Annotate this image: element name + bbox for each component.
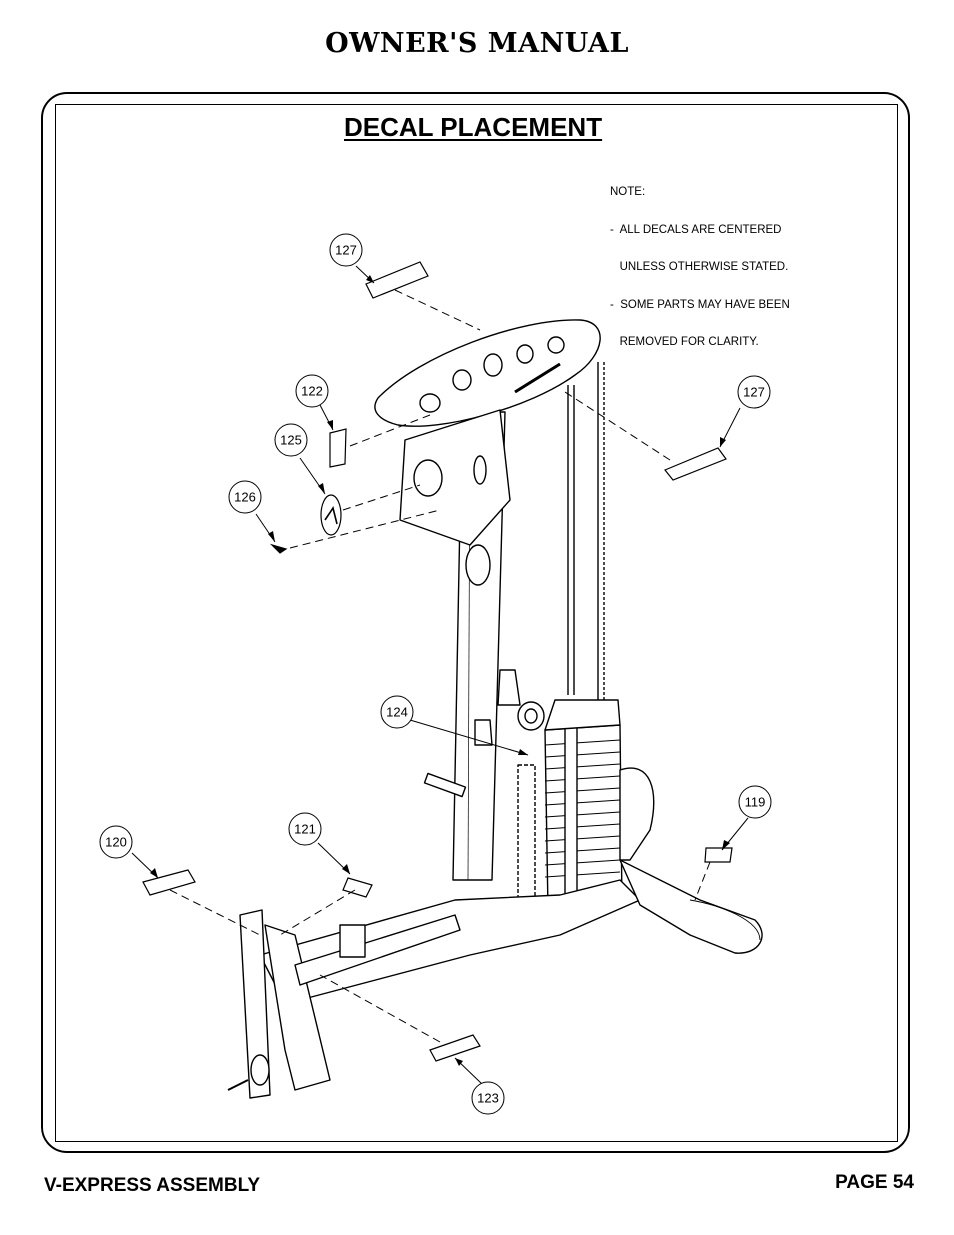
callout-127-right: 127 xyxy=(737,375,771,409)
decal-119 xyxy=(704,847,733,863)
outer-frame xyxy=(41,92,910,1153)
arrowheads xyxy=(150,275,730,1066)
callout-label: 123 xyxy=(477,1091,499,1106)
callout-label: 125 xyxy=(280,433,302,448)
note-block: NOTE: - ALL DECALS ARE CENTERED UNLESS O… xyxy=(610,161,790,361)
callout-label: 119 xyxy=(745,795,766,810)
footer-page-number: PAGE 54 xyxy=(835,1172,914,1193)
decal-121 xyxy=(342,877,373,898)
decal-122 xyxy=(329,428,347,468)
callout-label: 121 xyxy=(294,822,316,837)
callout-124: 124 xyxy=(380,695,414,729)
callout-123: 123 xyxy=(471,1081,505,1115)
leader-lines xyxy=(131,265,749,1085)
callout-121: 121 xyxy=(288,812,322,846)
note-line: - SOME PARTS MAY HAVE BEEN xyxy=(610,298,790,311)
note-line: - ALL DECALS ARE CENTERED xyxy=(610,223,782,236)
callout-127-top: 127 xyxy=(329,233,363,267)
inner-frame xyxy=(55,104,898,1142)
note-line: UNLESS OTHERWISE STATED. xyxy=(610,261,789,273)
callout-126: 126 xyxy=(228,480,262,514)
decal-125-logo xyxy=(324,506,338,525)
callouts: 127 122 125 126 127 124 120 121 xyxy=(99,233,772,1115)
callout-label: 122 xyxy=(301,384,323,399)
note-line: REMOVED FOR CLARITY. xyxy=(610,336,759,348)
callout-125: 125 xyxy=(274,423,308,457)
note-line: NOTE: xyxy=(610,186,646,198)
manual-title: OWNER'S MANUAL xyxy=(325,28,629,59)
callout-119: 119 xyxy=(738,785,772,819)
decal-123 xyxy=(429,1034,481,1062)
callout-label: 127 xyxy=(335,243,357,258)
callout-label: 120 xyxy=(105,835,127,850)
callout-122: 122 xyxy=(295,374,329,408)
decal-125 xyxy=(320,494,342,536)
callout-label: 126 xyxy=(234,490,256,505)
section-title: DECAL PLACEMENT xyxy=(344,112,603,142)
footer-section-name: V-EXPRESS ASSEMBLY xyxy=(44,1175,261,1196)
decal-127-top xyxy=(365,261,429,299)
machine-drawing xyxy=(227,319,763,1099)
callout-label: 124 xyxy=(386,705,408,720)
decal-127-right xyxy=(664,447,727,481)
decal-120 xyxy=(142,869,196,896)
decal-126 xyxy=(269,543,288,554)
callout-120: 120 xyxy=(99,825,133,859)
callout-label: 127 xyxy=(743,385,765,400)
